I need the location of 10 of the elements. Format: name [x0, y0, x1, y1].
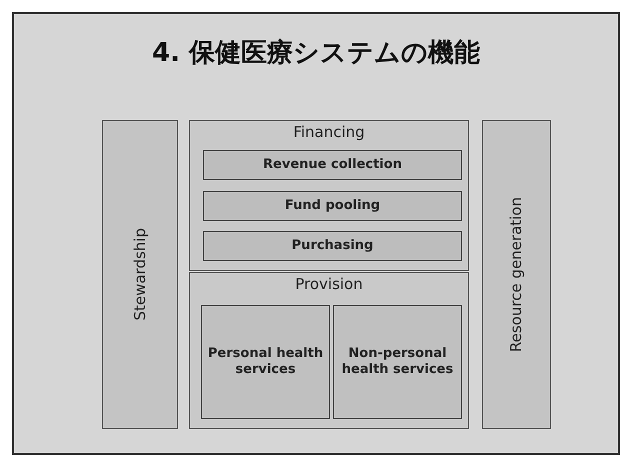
function-bar: Revenue collection: [203, 150, 462, 180]
function-box: Resource generation: [482, 120, 551, 429]
group-box: Provision Personal health services Non-personal health services: [189, 272, 469, 429]
function-box: Stewardship: [102, 120, 178, 429]
group-box: Financing Revenue collection Fund pooling Purchasing: [189, 120, 469, 271]
function-box: Personal health services: [201, 305, 330, 419]
function-box: Non-personal health services: [333, 305, 462, 419]
function-bar: Purchasing: [203, 231, 462, 261]
function-bar: Fund pooling: [203, 191, 462, 221]
title: 4. 保健医療システムの機能: [150, 37, 482, 70]
